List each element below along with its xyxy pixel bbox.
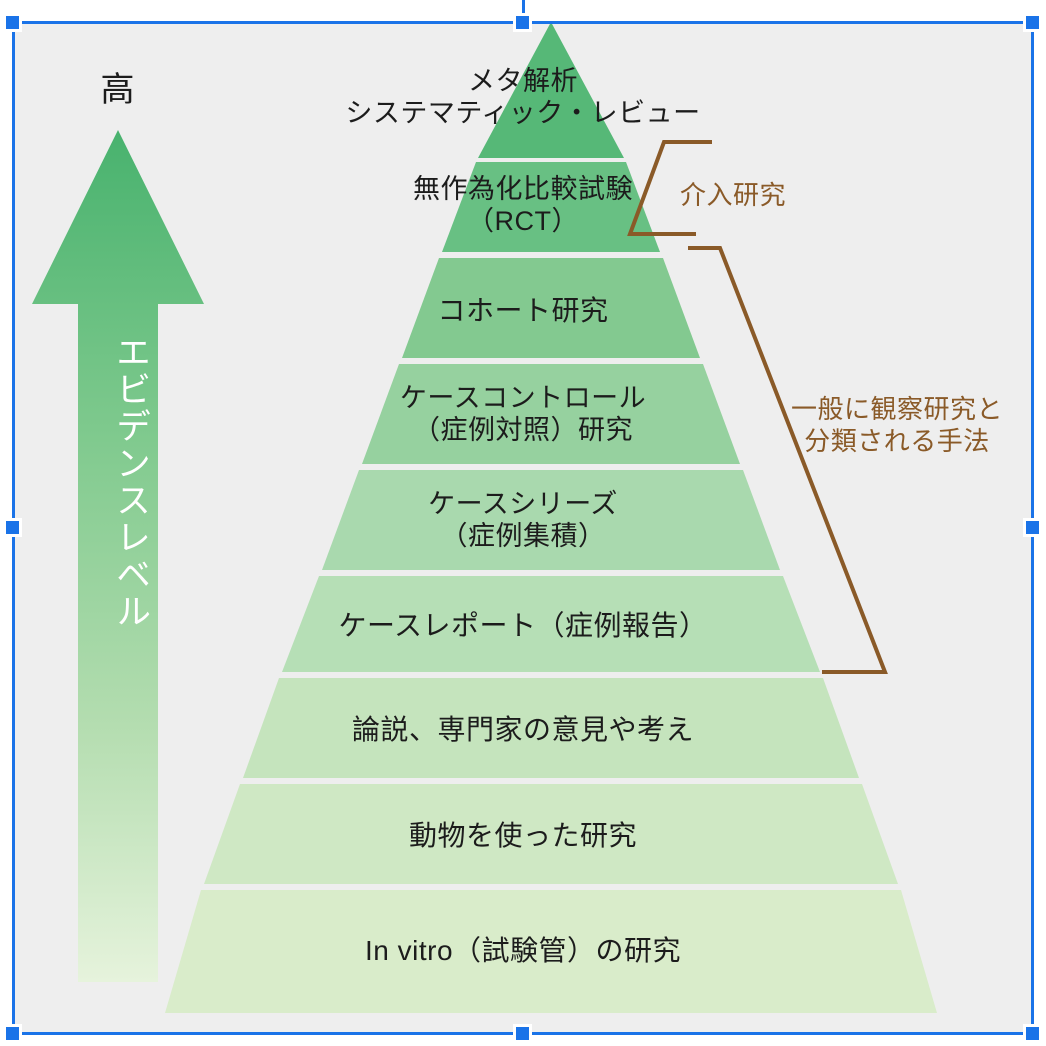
- resize-handle-bottom-center[interactable]: [513, 1024, 532, 1043]
- pyramid-level-animal[interactable]: [204, 784, 898, 884]
- resize-handle-top-right[interactable]: [1023, 13, 1042, 32]
- pyramid-level-case-report[interactable]: [282, 576, 820, 672]
- pyramid-level-case-series[interactable]: [322, 470, 780, 570]
- pyramid-level-in-vitro[interactable]: [165, 890, 937, 1013]
- pyramid-graphic[interactable]: [12, 22, 1034, 1034]
- arrow-vertical-label: エビデンスレベル: [111, 334, 150, 630]
- resize-handle-middle-left[interactable]: [3, 518, 22, 537]
- annotation-observational: 一般に観察研究と 分類される手法: [790, 394, 1003, 456]
- annotation-intervention: 介入研究: [680, 180, 787, 210]
- evidence-level-arrow: [32, 130, 204, 982]
- arrow-shape: [32, 130, 204, 982]
- resize-handle-top-left[interactable]: [3, 13, 22, 32]
- resize-handle-bottom-right[interactable]: [1023, 1024, 1042, 1043]
- bracket-observational: [688, 246, 888, 674]
- bracket-intervention: [627, 140, 712, 236]
- pyramid-level-cohort[interactable]: [402, 258, 700, 358]
- resize-handle-middle-right[interactable]: [1023, 518, 1042, 537]
- rotation-handle-stem: [522, 0, 525, 24]
- rotation-handle-top-center[interactable]: [513, 13, 532, 32]
- pyramid-level-rct[interactable]: [442, 162, 660, 252]
- bracket-overlay: [627, 140, 888, 674]
- arrow-top-label: 高: [100, 71, 136, 109]
- pyramid-level-case-control[interactable]: [362, 364, 740, 464]
- resize-handle-bottom-left[interactable]: [3, 1024, 22, 1043]
- pyramid-level-editorial[interactable]: [243, 678, 859, 778]
- evidence-pyramid-figure[interactable]: メタ解析 システマティック・レビュー 無作為化比較試験 （RCT） コホート研究…: [12, 22, 1034, 1034]
- pyramid-level-meta-analysis[interactable]: [478, 22, 624, 158]
